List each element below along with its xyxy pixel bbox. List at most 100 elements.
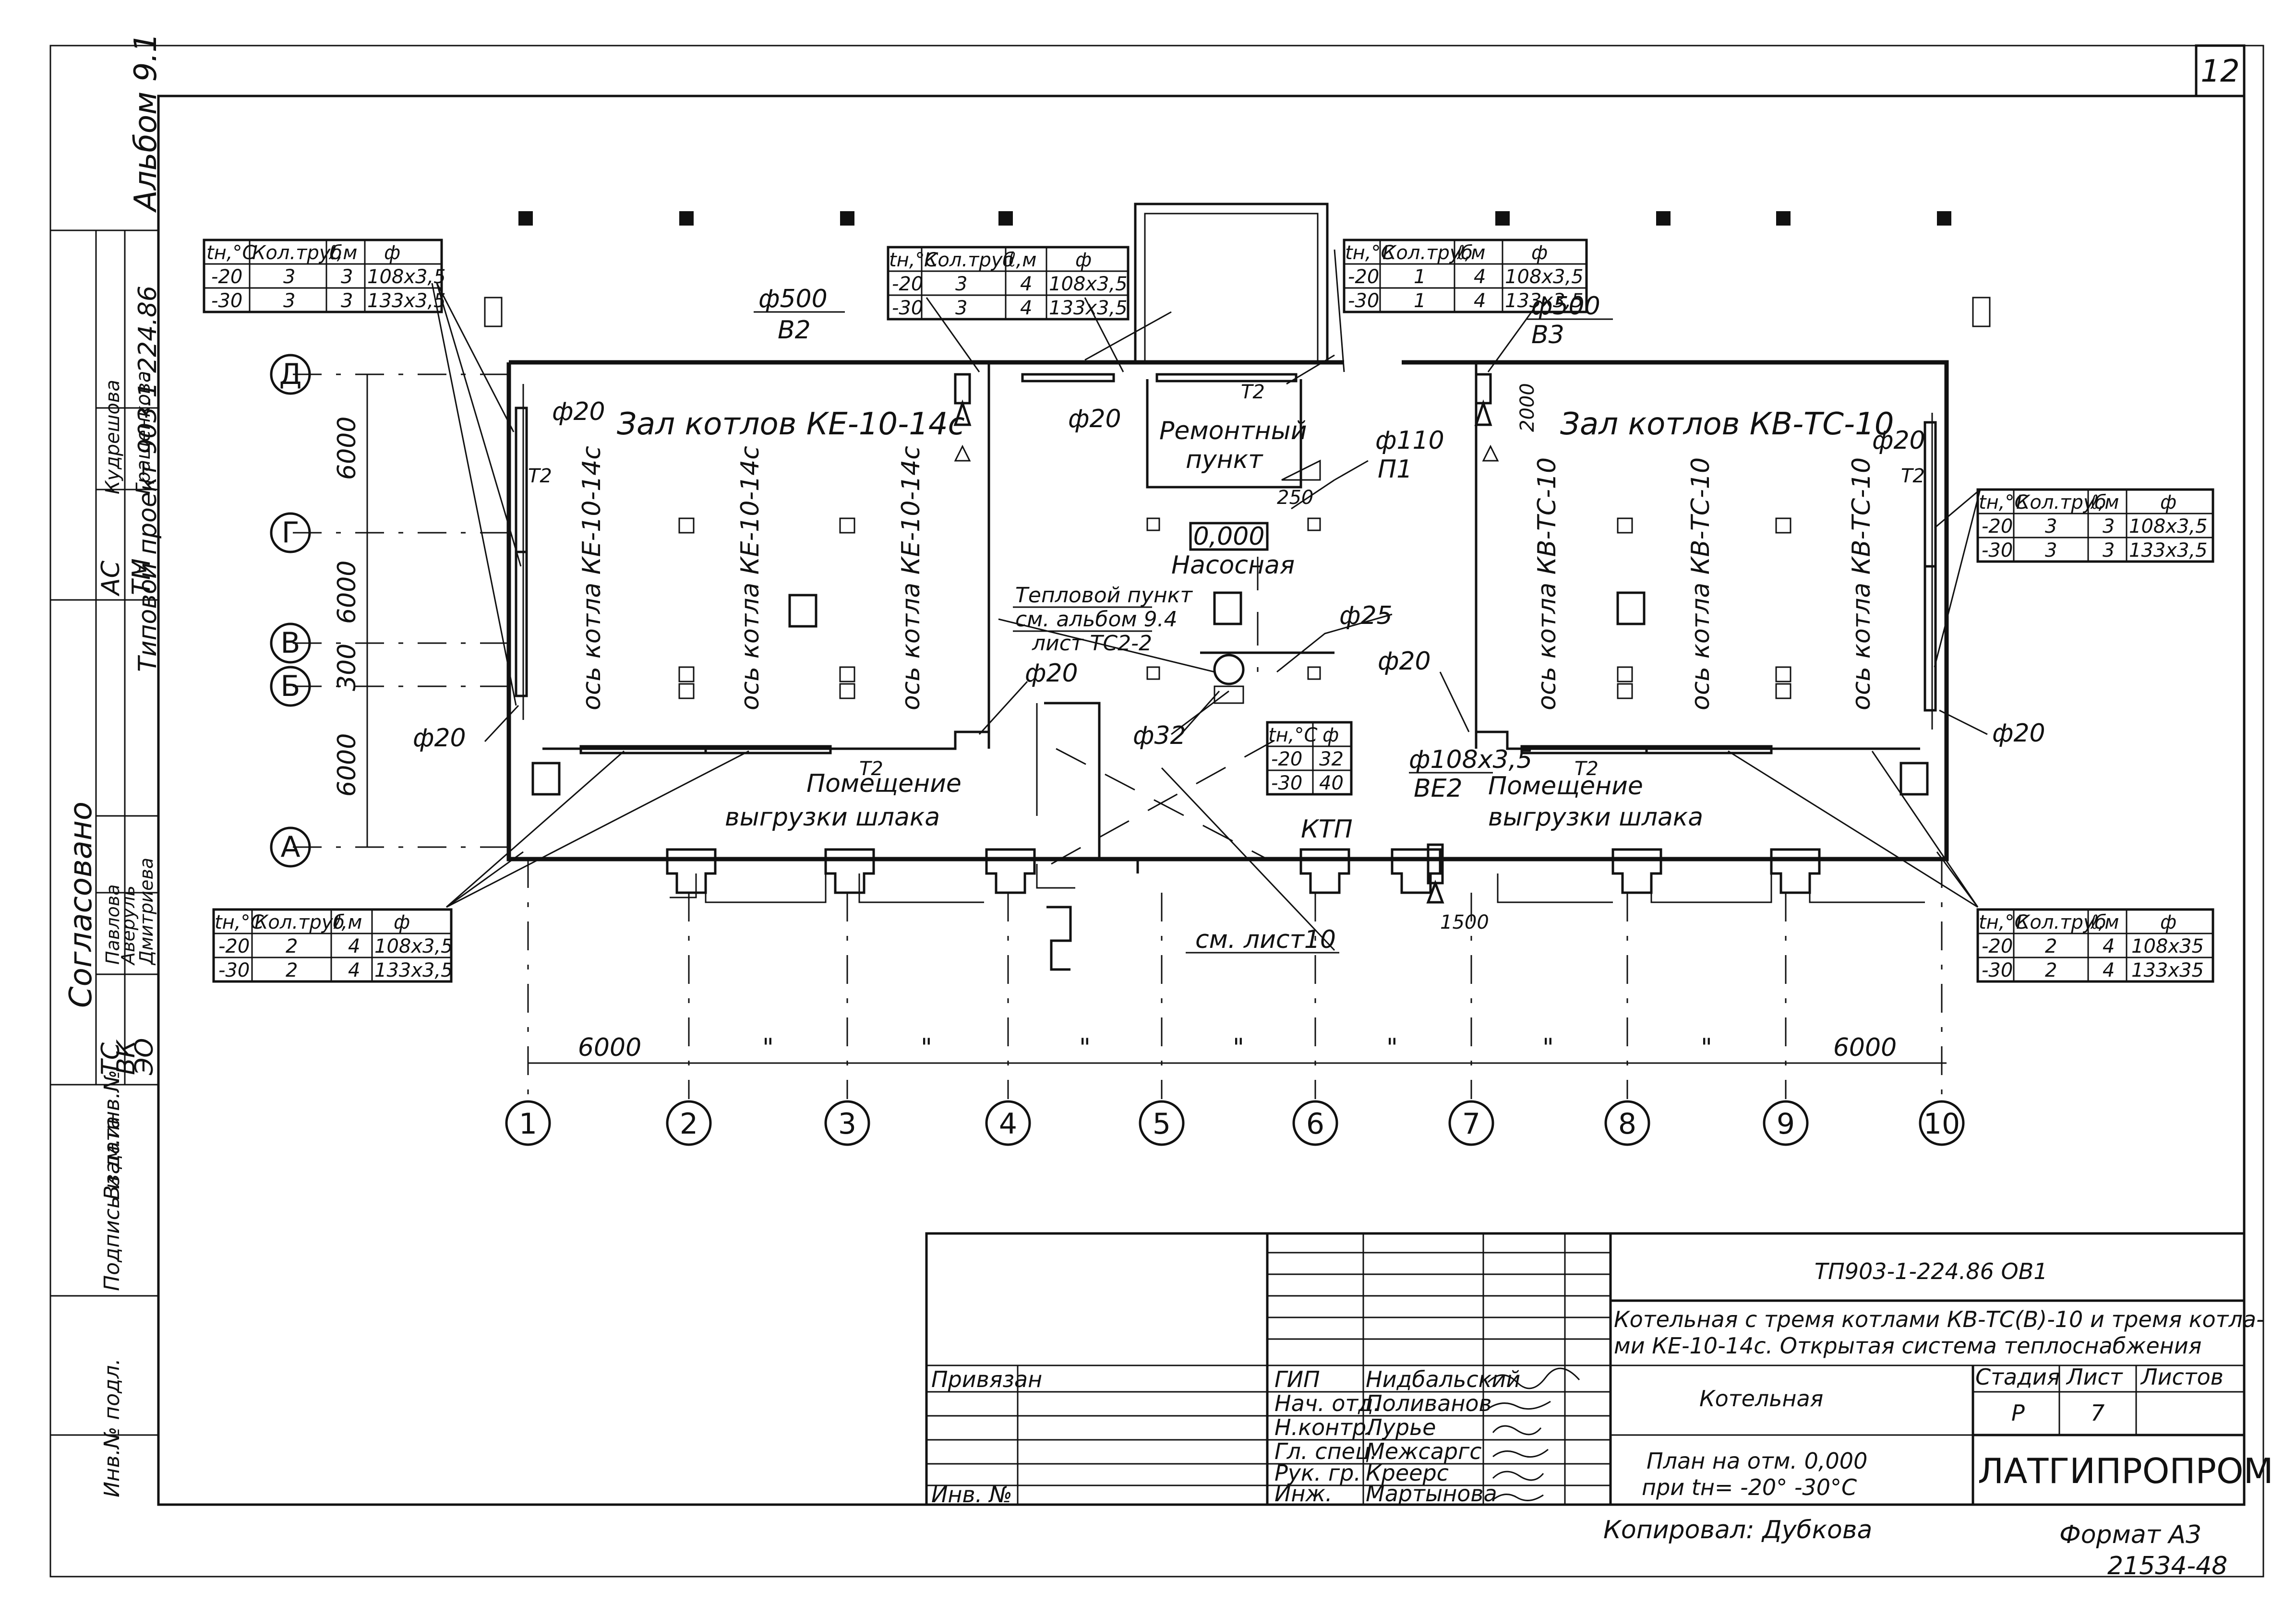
row-axis-4: Б	[280, 670, 300, 703]
bl-r1c1: 2	[286, 935, 298, 957]
col-axis-9: 9	[1777, 1107, 1795, 1141]
vent-markers	[484, 297, 1991, 904]
mr-r1c0: -20	[1982, 515, 2013, 538]
bl-r2c1: 2	[286, 959, 298, 981]
tl-h3: ф	[384, 242, 400, 264]
pipe-t2-3: Т2	[1241, 381, 1265, 403]
columns	[518, 211, 1951, 699]
sheets-header: Листов	[2140, 1364, 2224, 1390]
pipe-t2-1: Т2	[528, 465, 552, 487]
drawing-frame	[157, 95, 2246, 1506]
bl-h2: ℓ,м	[333, 911, 362, 933]
tl-h1: Кол.труб	[252, 242, 342, 264]
row-axis-2: Г	[282, 516, 300, 550]
org-name: ЛАТГИПРОПРОМ	[1978, 1451, 2273, 1491]
bl-r1c2: 4	[348, 935, 360, 957]
tc-r1c3: 108х3,5	[1049, 273, 1128, 295]
br-h1: Кол.труб	[2016, 911, 2106, 933]
mr-r2c2: 3	[2103, 539, 2115, 562]
col-axis-5: 5	[1153, 1107, 1171, 1141]
stage-value: Р	[2011, 1400, 2025, 1426]
br-h2: ℓ,м	[2090, 911, 2119, 933]
boiler-axis-right-1: ось котла КВ-ТС-10	[1533, 457, 1562, 710]
row-axis-1: Д	[279, 358, 302, 391]
tc-h2: ℓ,м	[1008, 249, 1036, 271]
tl-r1c2: 3	[341, 266, 353, 288]
tr-r2c1: 1	[1414, 290, 1426, 312]
person-4: Межсаргс	[1366, 1438, 1482, 1464]
person-1: Нидбальский	[1366, 1366, 1520, 1392]
row-axis-5: А	[280, 830, 300, 864]
person-6: Мартынова	[1366, 1481, 1497, 1507]
pipe-d500-right: ф500	[1531, 292, 1600, 321]
pipe-table-mid-right: tн,°С Кол.труб ℓ,м ф -20 3 3 108х3,5 -30…	[1976, 488, 2214, 563]
tr-r2c3: 133х3,5	[1505, 290, 1584, 312]
tl-r2c3: 133х3,5	[367, 290, 446, 312]
tr-r1c2: 4	[1474, 266, 1486, 288]
pipe-table-bottom-right: tн,°С Кол.труб ℓ,м ф -20 2 4 108х35 -30 …	[1976, 908, 2214, 983]
side-strip: Альбом 9.1 Типовой проект 903-1-224.86 С…	[50, 33, 164, 1497]
side-name-1: Кудрешова	[102, 380, 124, 494]
col-dim-5: "	[1233, 1033, 1244, 1062]
pipe-d20-7: ф20	[1992, 719, 2045, 748]
pipe-p1: П1	[1378, 455, 1412, 484]
role-5: Рук. гр.	[1274, 1460, 1361, 1486]
col-axis-7: 7	[1462, 1107, 1480, 1141]
title-code: ТП903-1-224.86 ОВ1	[1815, 1258, 2048, 1284]
footings	[666, 848, 1925, 971]
pump-room-label: Насосная	[1171, 551, 1295, 580]
side-code-3: ТС	[96, 1042, 125, 1075]
col-dim-4: "	[1079, 1033, 1091, 1062]
copied-by: Копировал: Дубкова	[1603, 1516, 1872, 1544]
pipe-d32: ф32	[1133, 721, 1186, 750]
boiler-axis-left-3: ось котла КЕ-10-14с	[897, 446, 926, 710]
tc-h3: ф	[1075, 249, 1092, 271]
col-dim-2: "	[762, 1033, 774, 1062]
col-axis-2: 2	[680, 1107, 698, 1141]
pt-r2c1: 40	[1319, 772, 1344, 794]
pipe-d20-3: ф20	[1025, 659, 1078, 688]
col-axis-1: 1	[519, 1107, 537, 1141]
role-4: Гл. спец.	[1274, 1438, 1377, 1464]
slag-left-label-1: Помещение	[806, 769, 962, 798]
sheet-value: 7	[2091, 1400, 2104, 1426]
br-r1c1: 2	[2045, 935, 2057, 957]
boiler-axis-left-1: ось котла КЕ-10-14с	[577, 446, 606, 710]
side-project-code: Типовой проект 903-1-224.86	[133, 286, 162, 672]
mr-h2: ℓ,м	[2090, 491, 2119, 514]
bl-r1c0: -20	[218, 935, 250, 957]
heat-point-label-3: лист ТС2-2	[1032, 631, 1152, 656]
pipe-ve2-size: ф108х3,5	[1409, 745, 1532, 774]
tr-r2c2: 4	[1474, 290, 1486, 312]
role-6: Инж.	[1274, 1481, 1333, 1507]
pipe-d20-6: ф20	[1872, 426, 1925, 455]
tc-r2c1: 3	[955, 297, 967, 319]
dim-1500: 1500	[1440, 911, 1489, 933]
col-axis-6: 6	[1306, 1107, 1324, 1141]
outer-frame	[49, 45, 2264, 1578]
role-3: Н.контр.	[1274, 1414, 1373, 1440]
col-dim-7: "	[1542, 1033, 1554, 1062]
pt-h1: ф	[1322, 724, 1339, 746]
bl-r2c3: 133х3,5	[374, 959, 453, 981]
tr-r2c0: -30	[1348, 290, 1379, 312]
col-axis-4: 4	[999, 1107, 1017, 1141]
heat-point-label-1: Тепловой пункт	[1015, 583, 1193, 608]
repair-label-1: Ремонтный	[1159, 417, 1307, 445]
sheet-header: Лист	[2066, 1364, 2123, 1390]
inv-label: Инв. №	[931, 1482, 1012, 1507]
side-code-5: ЭО	[130, 1038, 159, 1076]
row-dim-4: 6000	[333, 733, 361, 797]
tr-h1: Кол.труб	[1382, 242, 1473, 264]
person-2: Поливанов	[1366, 1390, 1492, 1416]
tl-h0: tн,°С	[206, 242, 256, 264]
bl-h0: tн,°С	[215, 911, 264, 933]
row-dim-3: 300	[333, 644, 361, 691]
br-r1c0: -20	[1982, 935, 2013, 957]
tl-r1c1: 3	[283, 266, 295, 288]
pipe-table-pump: tн,°С ф -20 32 -30 40	[1266, 721, 1353, 796]
tc-r1c2: 4	[1020, 273, 1032, 295]
tc-h1: Кол.труб	[924, 249, 1014, 271]
pt-r1c0: -20	[1271, 748, 1302, 770]
